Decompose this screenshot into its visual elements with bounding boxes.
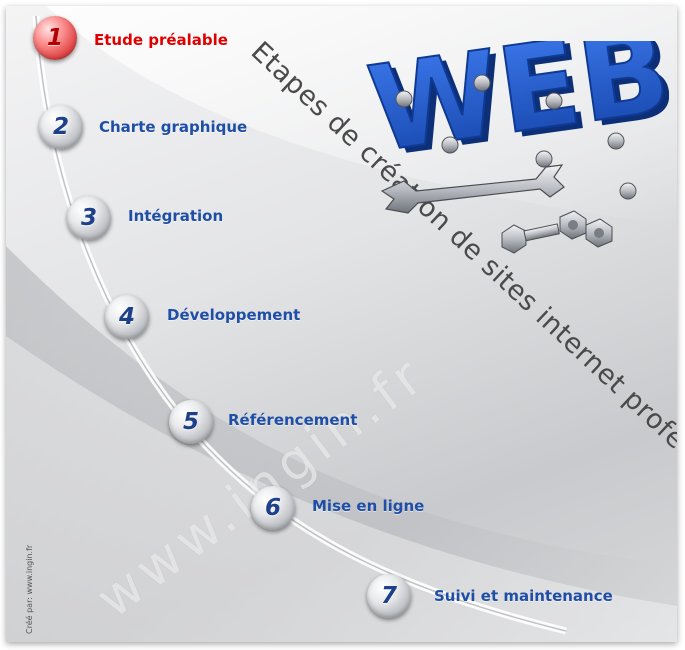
step-5-badge: 5 [169,400,213,444]
step-4-badge: 4 [105,295,149,339]
bolt-icon [501,223,560,254]
step-1-label[interactable]: Etude préalable [94,31,228,49]
step-5-number: 5 [182,409,199,435]
step-4-number: 4 [118,304,135,330]
step-1-badge: 1 [33,16,77,60]
step-1-number: 1 [46,25,63,51]
infographic-panel: www.ingin.fr Etapes de création de sites… [6,6,677,642]
step-6-badge: 6 [251,486,295,530]
step-7-badge: 7 [367,574,411,618]
step-3-badge: 3 [67,196,111,240]
step-7-number: 7 [380,583,397,609]
step-2-label[interactable]: Charte graphique [99,118,248,136]
credit-text: Créé par: www.ingin.fr [25,544,34,634]
nut-icon [559,210,613,248]
step-2-number: 2 [52,114,69,140]
step-4-label[interactable]: Développement [167,306,301,324]
wrench-icon [380,164,565,214]
step-3-label[interactable]: Intégration [128,207,224,225]
step-7-label[interactable]: Suivi et maintenance [434,587,613,605]
logo-text: WEB [364,41,669,179]
step-6-label[interactable]: Mise en ligne [312,497,425,515]
background-swooshes [6,6,677,642]
step-3-number: 3 [80,205,97,231]
step-2-badge: 2 [39,105,83,149]
step-5-label[interactable]: Référencement [228,411,358,429]
bolt-heads [395,74,637,200]
step-6-number: 6 [264,495,281,521]
web-logo-illustration: WEB WEB [364,41,669,254]
